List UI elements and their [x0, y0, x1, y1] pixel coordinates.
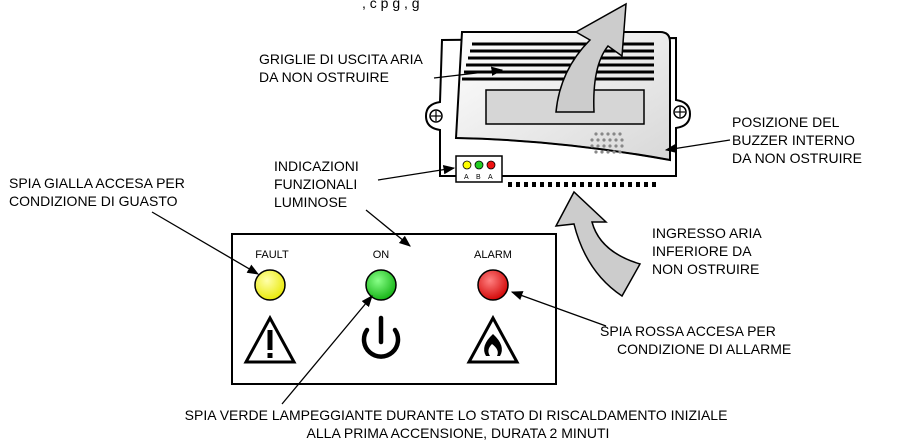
warning-triangle-icon	[243, 314, 297, 364]
mini-led-label-1: A	[464, 174, 469, 181]
yellow-led-arrow	[151, 211, 260, 275]
buzzer-label: POSIZIONE DEL BUZZER INTERNO DA NON OSTR…	[732, 114, 862, 166]
indications-arrow-panel	[365, 209, 411, 247]
fault-label: FAULT	[255, 249, 289, 261]
on-label: ON	[373, 249, 390, 261]
vent-grille-label: GRIGLIE DI USCITA ARIA DA NON OSTRUIRE	[259, 51, 426, 85]
mini-led-yellow	[462, 160, 472, 170]
screw-left-icon	[429, 109, 443, 123]
fault-led-yellow	[254, 269, 286, 301]
air-inlet-label: INGRESSO ARIA INFERIORE DA NON OSTRUIRE	[652, 225, 765, 277]
air-inlet-arrow	[554, 190, 642, 298]
mini-led-red	[486, 160, 496, 170]
air-outlet-arrow	[555, 2, 627, 113]
vent-grille-arrow	[433, 66, 504, 79]
alarm-label: ALARM	[474, 249, 512, 261]
air-inlet-slots	[508, 182, 656, 187]
led-panel: FAULT ON ALARM	[231, 233, 557, 385]
mini-led-label-3: A	[488, 174, 493, 181]
green-led-arrow	[281, 295, 373, 405]
alarm-led-red	[477, 269, 509, 301]
on-led-green	[365, 269, 397, 301]
buzzer-arrow	[664, 139, 731, 153]
header-text: , c p g , g	[362, 0, 420, 11]
mini-led-green	[474, 160, 484, 170]
yellow-led-label: SPIA GIALLA ACCESA PER CONDIZIONE DI GUA…	[9, 175, 189, 209]
red-led-arrow	[510, 291, 607, 327]
mini-led-label-2: B	[476, 174, 481, 181]
power-icon	[361, 315, 401, 359]
led-panel-frame	[231, 233, 557, 385]
indications-label: INDICAZIONI FUNZIONALI LUMINOSE	[274, 158, 363, 210]
screw-right-icon	[673, 105, 687, 119]
fire-warning-icon	[466, 314, 520, 364]
indications-arrow-device	[377, 165, 456, 181]
buzzer-holes	[590, 132, 624, 154]
red-led-label: SPIA ROSSA ACCESA PER CONDIZIONE DI ALLA…	[600, 323, 791, 357]
green-led-label: SPIA VERDE LAMPEGGIANTE DURANTE LO STATO…	[185, 407, 732, 441]
